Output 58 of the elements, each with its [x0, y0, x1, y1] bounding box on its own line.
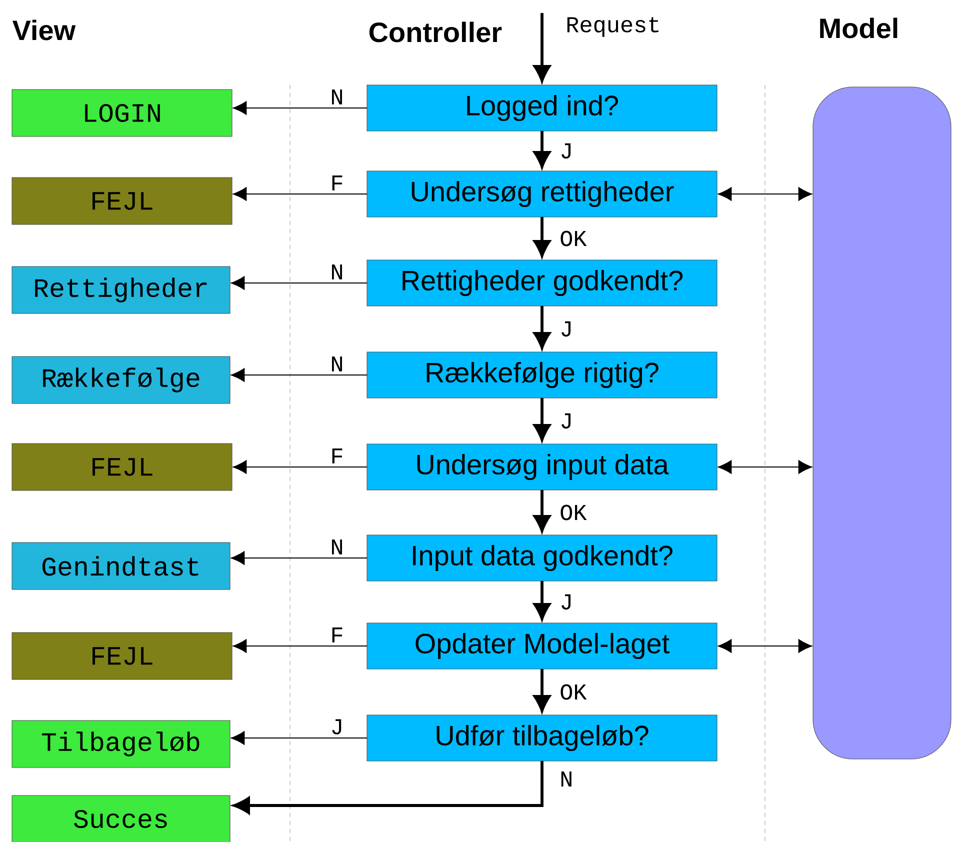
arrow: [534, 490, 550, 532]
edge-label: OK: [558, 682, 588, 702]
model-box: [812, 86, 952, 760]
arrow: [534, 581, 550, 620]
arrow: [233, 639, 368, 653]
arrow: [718, 639, 812, 653]
arrow: [231, 731, 368, 745]
process-box: Undersøg input data: [366, 444, 718, 490]
arrow: [534, 669, 550, 712]
view-box: Succes: [12, 795, 230, 842]
edge-label: J: [558, 142, 575, 160]
process-box: Input data godkendt?: [366, 534, 718, 582]
arrow: [233, 187, 368, 201]
process-box: Logged ind?: [366, 84, 718, 132]
edge-label: N: [328, 538, 346, 556]
process-box: Opdater Model-laget: [366, 622, 718, 670]
arrow: [718, 460, 812, 474]
edge-label: OK: [558, 229, 588, 248]
arrow: [534, 13, 550, 82]
arrow: [534, 217, 550, 257]
edge-label: Request: [564, 16, 662, 38]
process-box: Udfør tilbageløb?: [366, 714, 718, 762]
view-box: LOGIN: [12, 89, 232, 137]
edge-label: J: [558, 320, 575, 338]
edge-label: N: [558, 770, 575, 788]
view-box: Rettigheder: [12, 266, 230, 314]
edge-label: OK: [558, 503, 588, 522]
arrow: [233, 460, 368, 474]
arrow: [233, 761, 544, 814]
arrow: [231, 368, 368, 382]
view-box: Rækkefølge: [12, 356, 230, 404]
view-box: FEJL: [12, 632, 232, 680]
view-box: FEJL: [12, 443, 232, 491]
arrow: [718, 187, 812, 201]
arrow: [534, 131, 550, 168]
edge-label: J: [328, 718, 346, 736]
process-box: Rettigheder godkendt?: [366, 260, 718, 306]
edge-label: N: [328, 88, 346, 106]
arrow: [534, 306, 550, 349]
column-heading: Controller: [369, 22, 502, 42]
arrow: [534, 398, 550, 441]
edge-label: N: [328, 355, 346, 373]
edge-label: J: [558, 593, 575, 611]
process-box: Undersøg rettigheder: [366, 170, 718, 218]
column-heading: View: [12, 20, 76, 40]
edge-label: N: [328, 263, 346, 281]
edge-label: F: [328, 626, 346, 644]
arrow: [231, 551, 368, 565]
arrow: [231, 276, 368, 290]
edge-label: F: [328, 447, 346, 465]
column-heading: Model: [820, 18, 898, 38]
view-box: Tilbageløb: [12, 720, 230, 768]
edge-label: J: [558, 412, 575, 430]
process-box: Rækkefølge rigtig?: [366, 352, 718, 398]
arrow: [233, 101, 368, 115]
edge-label: F: [328, 174, 346, 192]
view-box: Genindtast: [12, 542, 230, 590]
view-box: FEJL: [12, 177, 232, 225]
